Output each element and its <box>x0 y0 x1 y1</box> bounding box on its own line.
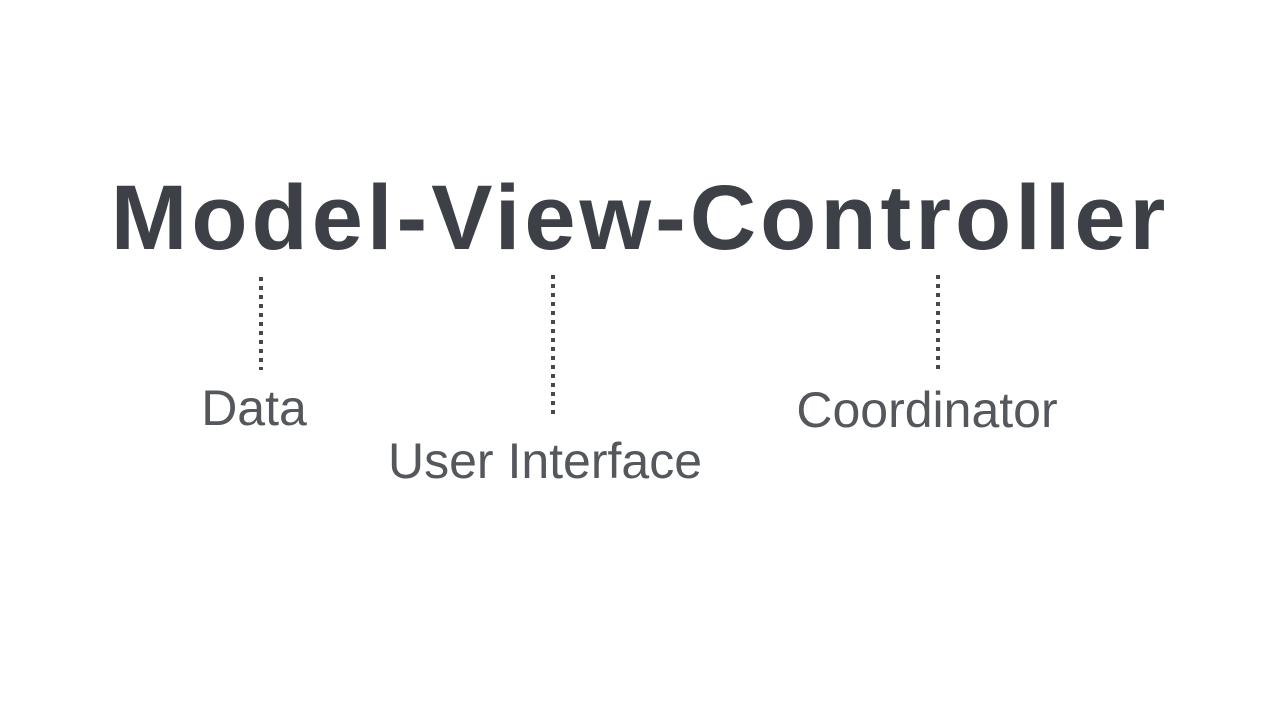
view-meaning-label: User Interface <box>387 433 703 489</box>
controller-connector-dotted-line <box>936 275 940 371</box>
controller-meaning-label: Coordinator <box>796 382 1058 438</box>
model-connector-dotted-line <box>259 277 263 370</box>
page-title: Model-View-Controller <box>110 167 1170 269</box>
model-meaning-label: Data <box>201 380 307 436</box>
view-connector-dotted-line <box>551 275 555 419</box>
